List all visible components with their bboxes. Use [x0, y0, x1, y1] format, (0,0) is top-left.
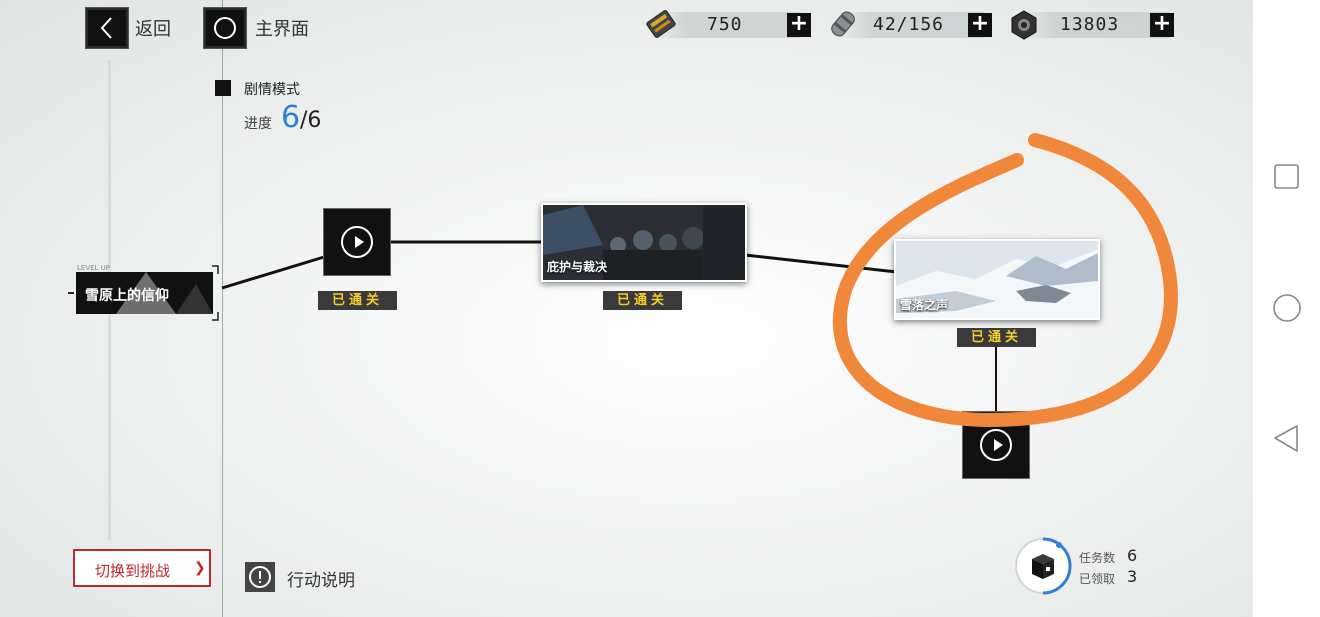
- help-label[interactable]: 行动说明: [287, 571, 355, 591]
- tickets-value: 750: [707, 14, 743, 35]
- claimed-value: 3: [1127, 567, 1138, 586]
- chapter-level-up-tag: LEVEL UP: [77, 264, 111, 272]
- switch-label: 切换到挑战: [95, 562, 171, 580]
- switch-arrow-icon: ❯: [194, 560, 206, 576]
- mode-title: 剧情模式: [244, 82, 300, 98]
- exclamation-icon: [249, 566, 271, 588]
- ticket-icon: [646, 10, 676, 38]
- home-button-system[interactable]: [1271, 292, 1303, 324]
- recent-apps-button[interactable]: [1271, 160, 1303, 192]
- reward-chest-button[interactable]: [1014, 537, 1072, 595]
- nav-icons: [1273, 164, 1301, 452]
- scene-2-artwork: [543, 205, 745, 280]
- progress-total: /6: [300, 108, 322, 133]
- tasks-value: 6: [1127, 546, 1138, 565]
- add-nuts-button[interactable]: +: [1150, 13, 1174, 37]
- chapter-dash: [68, 292, 74, 294]
- scene-3-artwork: [896, 241, 1098, 318]
- back-triangle-icon: [1274, 425, 1298, 452]
- reward-chest-icon: [1015, 537, 1072, 595]
- claimed-label: 已领取: [1079, 572, 1116, 586]
- home-label[interactable]: 主界面: [255, 19, 309, 40]
- route-lines: [221, 240, 997, 420]
- back-button[interactable]: [85, 7, 129, 49]
- help-button[interactable]: [245, 562, 275, 592]
- play-icon: [980, 429, 1012, 461]
- chapter-bracket-icon: [212, 265, 219, 321]
- nuts-value: 13803: [1060, 14, 1120, 35]
- home-button[interactable]: [203, 7, 247, 49]
- progress-label: 进度: [244, 116, 272, 132]
- scene-node-3[interactable]: 雪落之声: [894, 239, 1100, 320]
- system-navigation-bar: [1253, 0, 1320, 617]
- chapter-triangle-pattern: [116, 272, 213, 314]
- progress-current: 6: [281, 100, 301, 135]
- resource-bar-canister: [835, 12, 985, 38]
- chapter-title: 雪原上的信仰: [85, 288, 169, 304]
- chapter-node[interactable]: 雪原上的信仰: [76, 272, 213, 314]
- scene-3-title: 雪落之声: [900, 298, 949, 312]
- add-tickets-button[interactable]: +: [787, 13, 811, 37]
- scene-2-title: 庇护与裁决: [547, 260, 608, 274]
- recent-apps-icon: [1274, 164, 1299, 189]
- node-3-cleared-badge: 已通关: [957, 328, 1036, 347]
- resource-bar-nuts: [1018, 12, 1170, 38]
- canister-value: 42/156: [873, 14, 945, 35]
- chevron-left-icon: [100, 17, 112, 39]
- home-circle-icon: [1273, 294, 1301, 322]
- back-label[interactable]: 返回: [135, 19, 171, 40]
- play-icon: [341, 226, 373, 258]
- back-button-system[interactable]: [1271, 422, 1303, 454]
- video-node-1[interactable]: [324, 209, 390, 275]
- add-canister-button[interactable]: +: [968, 13, 992, 37]
- tasks-label: 任务数: [1079, 551, 1116, 565]
- mode-square-icon: [215, 80, 231, 96]
- node-2-cleared-badge: 已通关: [603, 291, 682, 310]
- orange-annotation-circle: [833, 133, 1178, 428]
- hex-nut-icon: [1011, 10, 1037, 40]
- switch-to-challenge-button[interactable]: 切换到挑战 ❯: [73, 549, 211, 587]
- canister-icon: [831, 11, 855, 37]
- node-1-cleared-badge: 已通关: [318, 291, 397, 310]
- story-map-screen: 返回 主界面 750 + 42/156 + 13803 + 剧情模式 进度 6: [0, 0, 1253, 617]
- sidebar-divider: [222, 0, 223, 617]
- circle-home-icon: [214, 17, 236, 39]
- scene-node-2[interactable]: 庇护与裁决: [541, 203, 747, 282]
